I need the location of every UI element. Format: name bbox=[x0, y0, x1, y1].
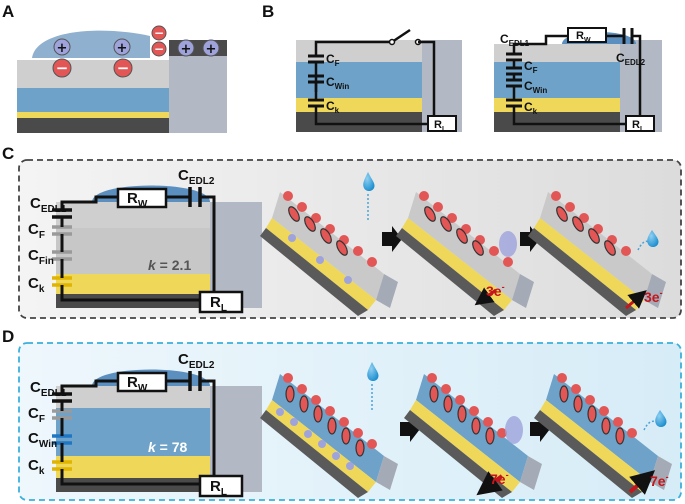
panel-a: A + + − − − bbox=[2, 2, 227, 133]
panel-b: B CF CWin C bbox=[262, 2, 662, 133]
gray-layer bbox=[17, 60, 169, 88]
water-layer bbox=[17, 88, 169, 112]
svg-text:CEDL2: CEDL2 bbox=[178, 167, 215, 187]
svg-text:Ck: Ck bbox=[28, 275, 45, 295]
svg-text:−: − bbox=[154, 42, 164, 56]
svg-text:Ck: Ck bbox=[326, 99, 340, 115]
electrode bbox=[169, 56, 227, 133]
minus-ion: − bbox=[52, 58, 72, 78]
svg-text:CEDL1: CEDL1 bbox=[30, 379, 67, 399]
device-c: RW RL CEDL1 CEDL2 CF C bbox=[28, 167, 262, 314]
svg-text:RW: RW bbox=[127, 190, 148, 210]
step-arrow bbox=[382, 226, 402, 252]
svg-text:RW: RW bbox=[576, 30, 591, 44]
plus-ion: + bbox=[202, 39, 220, 57]
dielectric-constant-c: k = 2.1 bbox=[148, 257, 191, 273]
panel-c: C RW bbox=[2, 144, 682, 319]
svg-text:CEDL1: CEDL1 bbox=[500, 32, 530, 48]
svg-text:CWin: CWin bbox=[524, 79, 547, 95]
svg-text:+: + bbox=[117, 41, 128, 56]
panel-label-d: D bbox=[2, 327, 14, 346]
svg-text:−: − bbox=[56, 59, 69, 77]
plus-ion: + bbox=[177, 39, 195, 57]
gold-layer bbox=[17, 112, 169, 118]
water-drop bbox=[363, 172, 375, 191]
svg-text:CWin: CWin bbox=[326, 75, 349, 91]
svg-text:CWin: CWin bbox=[28, 430, 57, 450]
svg-text:RL: RL bbox=[434, 119, 447, 133]
dark-base bbox=[17, 118, 169, 133]
switch bbox=[391, 28, 411, 44]
svg-text:RW: RW bbox=[127, 374, 148, 394]
device-b-right: RW CEDL1 CEDL2 CF CWin Ck RL bbox=[494, 27, 662, 133]
svg-text:CFin: CFin bbox=[28, 247, 54, 267]
slide-stages-d: 7e- 7e- bbox=[260, 362, 672, 498]
minus-ion: − bbox=[113, 58, 133, 78]
device-d: RW RL CEDL1 CEDL2 bbox=[28, 351, 262, 498]
svg-text:CEDL2: CEDL2 bbox=[616, 51, 646, 67]
charge-transfer-c: 3e- bbox=[486, 282, 505, 299]
svg-text:CF: CF bbox=[524, 59, 538, 75]
plus-ion: + bbox=[53, 38, 71, 56]
svg-text:CF: CF bbox=[326, 52, 340, 68]
svg-text:−: − bbox=[154, 26, 164, 40]
svg-text:Ck: Ck bbox=[524, 100, 538, 116]
svg-text:CEDL2: CEDL2 bbox=[178, 351, 215, 371]
svg-text:RL: RL bbox=[632, 119, 645, 133]
charge-transfer-d: 7e- bbox=[490, 470, 509, 487]
plus-ion: + bbox=[113, 38, 131, 56]
panel-label-a: A bbox=[2, 2, 14, 21]
device-b-left: CF CWin Ck RL bbox=[296, 28, 462, 133]
svg-text:CEDL1: CEDL1 bbox=[30, 195, 67, 215]
panel-label-b: B bbox=[262, 2, 274, 21]
svg-text:Ck: Ck bbox=[28, 457, 45, 477]
panel-label-c: C bbox=[2, 144, 14, 163]
droplet bbox=[32, 30, 150, 58]
svg-text:+: + bbox=[181, 42, 192, 57]
svg-text:CF: CF bbox=[28, 405, 45, 425]
svg-text:3e-: 3e- bbox=[644, 288, 663, 305]
svg-text:RL: RL bbox=[210, 294, 227, 314]
svg-text:+: + bbox=[57, 41, 68, 56]
minus-ion: − bbox=[151, 25, 167, 41]
svg-text:CF: CF bbox=[28, 221, 45, 241]
svg-text:+: + bbox=[206, 42, 217, 57]
svg-text:RL: RL bbox=[210, 478, 227, 498]
svg-text:−: − bbox=[117, 59, 130, 77]
minus-ion: − bbox=[151, 41, 167, 57]
dielectric-constant-d: k = 78 bbox=[148, 439, 188, 455]
svg-text:7e-: 7e- bbox=[650, 472, 669, 489]
resistor-load bbox=[427, 115, 457, 132]
panel-d: D RW bbox=[2, 327, 682, 501]
slide-stages-c: 3e- 3e- bbox=[260, 172, 666, 316]
